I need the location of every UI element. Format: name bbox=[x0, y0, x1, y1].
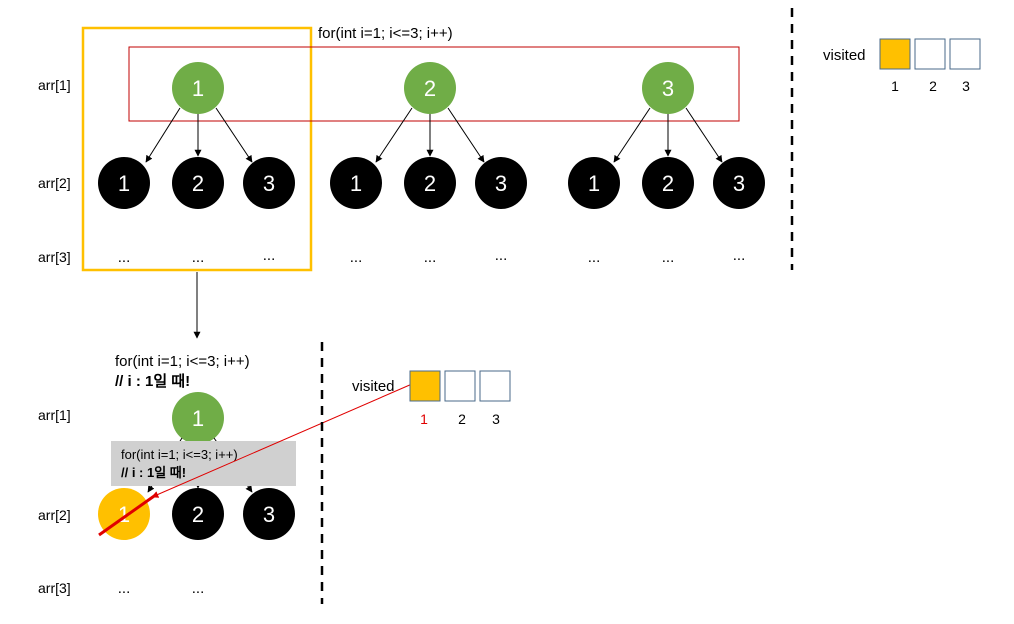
ellipsis: ... bbox=[192, 580, 205, 597]
top-visited-index-1: 1 bbox=[891, 78, 899, 94]
bottom-level2-node-3-label: 3 bbox=[263, 502, 275, 527]
top-row-label-arr2: arr[2] bbox=[38, 175, 71, 191]
top-level3-ellipses: ... ... ... ... ... ... ... ... ... bbox=[118, 247, 746, 266]
top-level2-node-c3-label: 3 bbox=[733, 171, 745, 196]
top-row-label-arr1: arr[1] bbox=[38, 77, 71, 93]
bottom-visited-index-2: 2 bbox=[458, 411, 466, 427]
recursion-popup: for(int i=1; i<=3; i++) // i : 1일 때! bbox=[111, 441, 296, 486]
top-row-label-arr3: arr[3] bbox=[38, 249, 71, 265]
level1-frame bbox=[128, 46, 740, 122]
ellipsis: ... bbox=[662, 249, 675, 266]
bottom-row-label-arr3: arr[3] bbox=[38, 580, 71, 596]
top-level2-node-a1: 1 bbox=[98, 157, 150, 209]
bottom-row-label-arr1: arr[1] bbox=[38, 407, 71, 423]
bottom-loop-code: for(int i=1; i<=3; i++) bbox=[115, 353, 250, 370]
top-visited-label: visited bbox=[823, 47, 866, 64]
bottom-level2-node-2-label: 2 bbox=[192, 502, 204, 527]
top-level1-node-1: 1 bbox=[172, 62, 224, 114]
ellipsis: ... bbox=[118, 580, 131, 597]
top-level2-node-b2-label: 2 bbox=[424, 171, 436, 196]
popup-loop-code: for(int i=1; i<=3; i++) bbox=[121, 447, 238, 462]
bottom-visited-index-1: 1 bbox=[420, 411, 428, 427]
ellipsis: ... bbox=[350, 249, 363, 266]
bottom-level2-node-1: 1 bbox=[98, 488, 150, 540]
top-level2-node-a2-label: 2 bbox=[192, 171, 204, 196]
top-level1-node-2-label: 2 bbox=[424, 76, 436, 101]
top-level2-node-a3-label: 3 bbox=[263, 171, 275, 196]
top-level2-node-b1: 1 bbox=[330, 157, 382, 209]
top-level2-node-b2: 2 bbox=[404, 157, 456, 209]
top-level2-node-a2: 2 bbox=[172, 157, 224, 209]
ellipsis: ... bbox=[733, 247, 746, 264]
bottom-visited-index-3: 3 bbox=[492, 411, 500, 427]
top-level1-node-3-label: 3 bbox=[662, 76, 674, 101]
bottom-level1-node-1: 1 bbox=[172, 392, 224, 444]
bottom-visited-cell-3 bbox=[479, 370, 511, 402]
bottom-visited-cell-2 bbox=[444, 370, 476, 402]
ellipsis: ... bbox=[495, 247, 508, 264]
bottom-comment: // i : 1일 때! bbox=[115, 373, 190, 390]
top-visited-cell-3 bbox=[949, 38, 981, 70]
top-level2-node-c2: 2 bbox=[642, 157, 694, 209]
ellipsis: ... bbox=[118, 249, 131, 266]
top-loop-code: for(int i=1; i<=3; i++) bbox=[318, 25, 453, 42]
top-visited-cell-1 bbox=[879, 38, 911, 70]
bottom-visited-array: visited 1 2 3 bbox=[352, 370, 511, 427]
ellipsis: ... bbox=[588, 249, 601, 266]
top-visited-index-2: 2 bbox=[929, 78, 937, 94]
top-visited-cell-2 bbox=[914, 38, 946, 70]
top-level1-node-2: 2 bbox=[404, 62, 456, 114]
focus-frame bbox=[81, 26, 313, 272]
bottom-level1-node-1-label: 1 bbox=[192, 406, 204, 431]
strike-line bbox=[98, 492, 158, 537]
visited-pointer-arrow bbox=[151, 383, 413, 498]
top-visited-array: visited 1 2 3 bbox=[823, 38, 981, 94]
top-level2-node-b3-label: 3 bbox=[495, 171, 507, 196]
top-level2-node-c3: 3 bbox=[713, 157, 765, 209]
top-level2-node-c2-label: 2 bbox=[662, 171, 674, 196]
top-level2-node-a3: 3 bbox=[243, 157, 295, 209]
bottom-level2-node-2: 2 bbox=[172, 488, 224, 540]
top-level2-node-a1-label: 1 bbox=[118, 171, 130, 196]
ellipsis: ... bbox=[263, 247, 276, 264]
top-edges bbox=[145, 107, 723, 163]
top-level2-node-b1-label: 1 bbox=[350, 171, 362, 196]
top-level2-node-c1-label: 1 bbox=[588, 171, 600, 196]
top-level1-node-3: 3 bbox=[642, 62, 694, 114]
top-visited-index-3: 3 bbox=[962, 78, 970, 94]
popup-comment: // i : 1일 때! bbox=[121, 465, 186, 480]
top-level1-node-1-label: 1 bbox=[192, 76, 204, 101]
top-level2-node-c1: 1 bbox=[568, 157, 620, 209]
bottom-row-label-arr2: arr[2] bbox=[38, 507, 71, 523]
ellipsis: ... bbox=[192, 249, 205, 266]
bottom-visited-label: visited bbox=[352, 378, 395, 395]
ellipsis: ... bbox=[424, 249, 437, 266]
bottom-visited-cell-1 bbox=[409, 370, 441, 402]
bottom-level2-node-3: 3 bbox=[243, 488, 295, 540]
top-level2-node-b3: 3 bbox=[475, 157, 527, 209]
